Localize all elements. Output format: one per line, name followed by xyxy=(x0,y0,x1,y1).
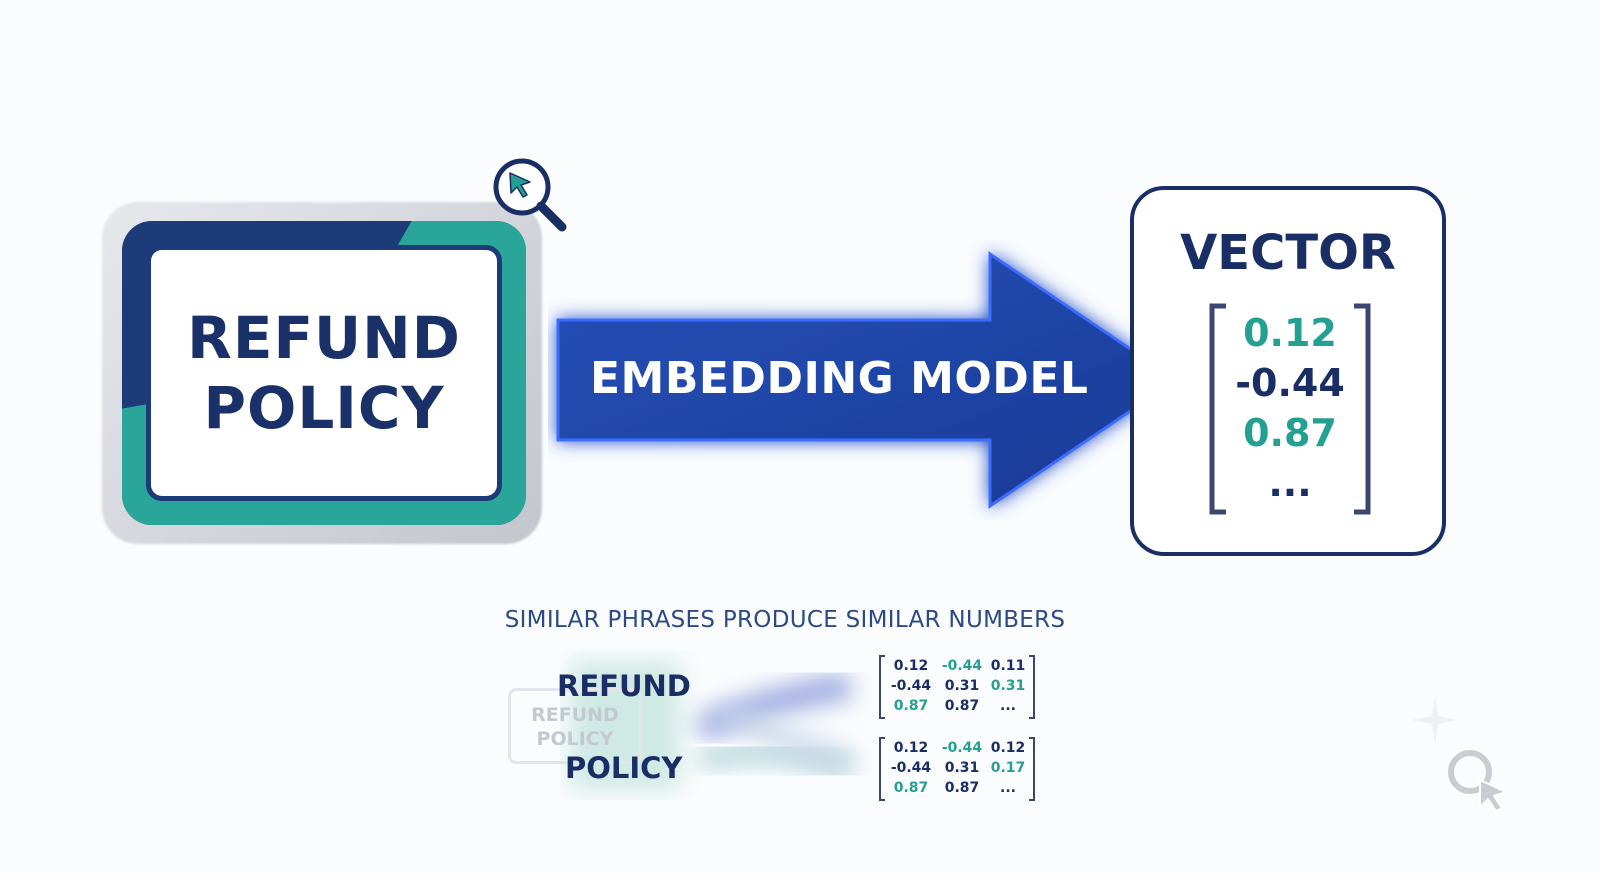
arrow-label: EMBEDDING MODEL xyxy=(590,353,1089,404)
vector-value-ellipsis: ... xyxy=(1268,461,1312,505)
matrix-1-cell: -0.44 xyxy=(890,678,932,694)
vector-value-2: -0.44 xyxy=(1235,361,1345,405)
input-phrase-line1: REFUND xyxy=(187,304,461,372)
vector-value-1: 0.12 xyxy=(1243,311,1337,355)
vector-output-box: VECTOR 0.12 -0.44 0.87 ... xyxy=(1130,186,1446,556)
vector-value-3: 0.87 xyxy=(1243,411,1337,455)
matrix-1-cell: 0.12 xyxy=(893,658,929,674)
matrix-2-cell: 0.87 xyxy=(893,780,929,796)
matrix-2-brackets xyxy=(879,737,1035,801)
sparkle-icon xyxy=(1412,696,1458,744)
vector-values: 0.12 -0.44 0.87 ... xyxy=(1206,308,1374,508)
vector-title: VECTOR xyxy=(1180,225,1396,281)
ghost-phrase-line1: REFUND xyxy=(531,704,619,726)
matrix-2-cell: ... xyxy=(1000,780,1016,796)
matrix-1-cell: 0.87 xyxy=(944,698,980,714)
matrix-2-cell: 0.12 xyxy=(893,740,929,756)
matrix-2-cell: -0.44 xyxy=(941,740,983,756)
matrix-1-cell: 0.31 xyxy=(990,678,1026,694)
input-card-inner: REFUND POLICY xyxy=(146,245,502,501)
similarity-caption: SIMILAR PHRASES PRODUCE SIMILAR NUMBERS xyxy=(504,607,1066,633)
matrix-1-cell: -0.44 xyxy=(941,658,983,674)
matrix-1-cell: 0.87 xyxy=(893,698,929,714)
comparison-word-policy: POLICY xyxy=(565,751,683,785)
comparison-matrix-1: 0.12 -0.44 0.11 -0.44 0.31 0.31 0.87 0.8… xyxy=(878,654,1036,720)
matrix-2-cell: 0.17 xyxy=(990,760,1026,776)
vector-brackets xyxy=(1209,303,1371,515)
matrix-2-cell: 0.87 xyxy=(944,780,980,796)
embedding-model-arrow xyxy=(556,251,1179,509)
ghost-phrase-card: REFUND POLICY xyxy=(508,688,642,764)
matrix-2-cell: 0.12 xyxy=(990,740,1026,756)
matrix-2-cell: -0.44 xyxy=(890,760,932,776)
input-phrase-card: REFUND POLICY xyxy=(122,221,526,525)
input-phrase-line2: POLICY xyxy=(203,374,445,442)
matrix-1-cell: ... xyxy=(1000,698,1016,714)
cursor-search-icon xyxy=(1448,750,1507,812)
matrix-1-brackets xyxy=(879,655,1035,719)
comparison-word-refund: REFUND xyxy=(557,669,691,703)
comparison-matrix-2: 0.12 -0.44 0.12 -0.44 0.31 0.17 0.87 0.8… xyxy=(878,736,1036,802)
matrix-2-cell: 0.31 xyxy=(944,760,980,776)
matrix-1-cell: 0.31 xyxy=(944,678,980,694)
ghost-phrase-line2: POLICY xyxy=(536,728,614,750)
magnifier-cursor-icon xyxy=(493,158,567,232)
comparison-blur-background xyxy=(570,660,855,790)
matrix-1-cell: 0.11 xyxy=(990,658,1026,674)
